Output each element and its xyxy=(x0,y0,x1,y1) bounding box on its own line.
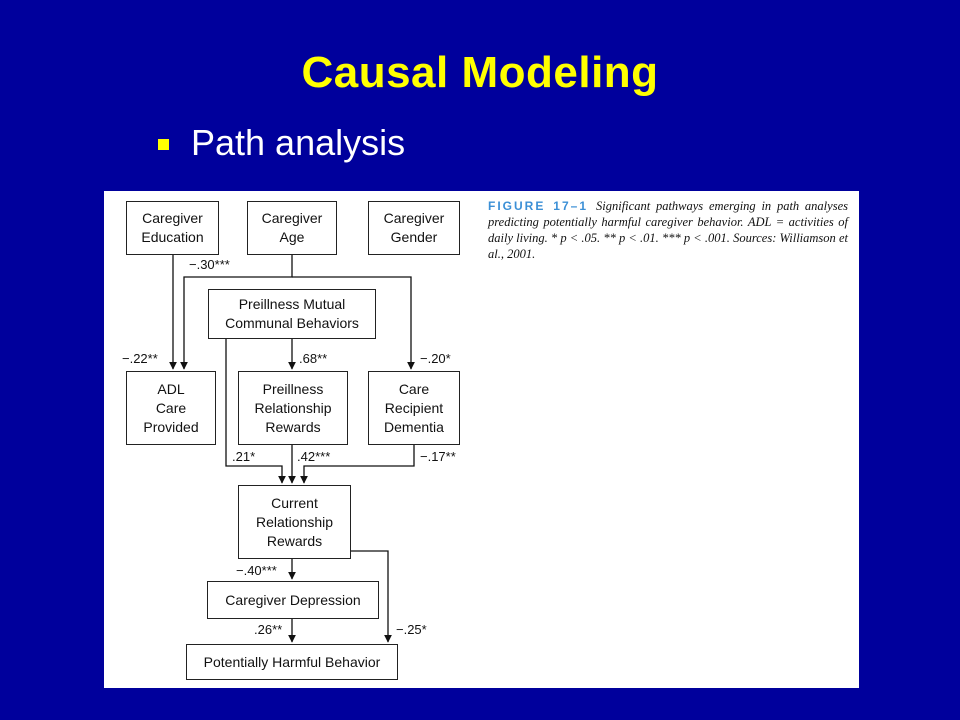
coef-education-to-adl: −.22** xyxy=(122,351,158,366)
node-current-relationship-rewards: Current Relationship Rewards xyxy=(238,485,351,559)
slide-title: Causal Modeling xyxy=(301,48,659,97)
coef-preillness-to-current: .42*** xyxy=(297,449,331,464)
node-preillness-relationship-rewards: Preillness Relationship Rewards xyxy=(238,371,348,445)
coef-mutual-to-current: .21* xyxy=(232,449,256,464)
coef-age-to-adl: −.30*** xyxy=(189,257,230,272)
node-care-recipient-dementia: Care Recipient Dementia xyxy=(368,371,460,445)
node-caregiver-age: Caregiver Age xyxy=(247,201,337,255)
coef-mutual-to-preillness: .68** xyxy=(299,351,328,366)
bullet-text: Path analysis xyxy=(191,122,406,163)
coef-age-to-dementia: −.20* xyxy=(420,351,451,366)
figure-label: FIGURE 17–1 xyxy=(488,199,589,213)
path-diagram-figure: Caregiver Education Caregiver Age Caregi… xyxy=(104,191,859,688)
coef-current-to-harmful: −.25* xyxy=(396,622,427,637)
node-potentially-harmful-behavior: Potentially Harmful Behavior xyxy=(186,644,398,680)
arrow-age-to-adl xyxy=(180,255,293,370)
node-preillness-mutual-communal: Preillness Mutual Communal Behaviors xyxy=(208,289,376,339)
node-adl-care-provided: ADL Care Provided xyxy=(126,371,216,445)
coef-current-to-depression: −.40*** xyxy=(236,563,277,578)
arrow-age-to-dementia xyxy=(292,276,415,370)
node-caregiver-depression: Caregiver Depression xyxy=(207,581,379,619)
arrow-dementia-to-current xyxy=(300,445,415,484)
figure-caption-text: Significant pathways emerging in path an… xyxy=(488,199,848,261)
coef-dementia-to-current: −.17** xyxy=(420,449,456,464)
path-arrows xyxy=(169,255,415,643)
node-caregiver-education: Caregiver Education xyxy=(126,201,219,255)
arrow-mutual-to-current xyxy=(225,339,286,484)
arrow-current-to-harmful xyxy=(351,550,392,643)
coef-depression-to-harmful: .26** xyxy=(254,622,283,637)
square-bullet-icon xyxy=(158,138,169,150)
node-caregiver-gender: Caregiver Gender xyxy=(368,201,460,255)
bullet-item: Path analysis xyxy=(158,122,405,164)
